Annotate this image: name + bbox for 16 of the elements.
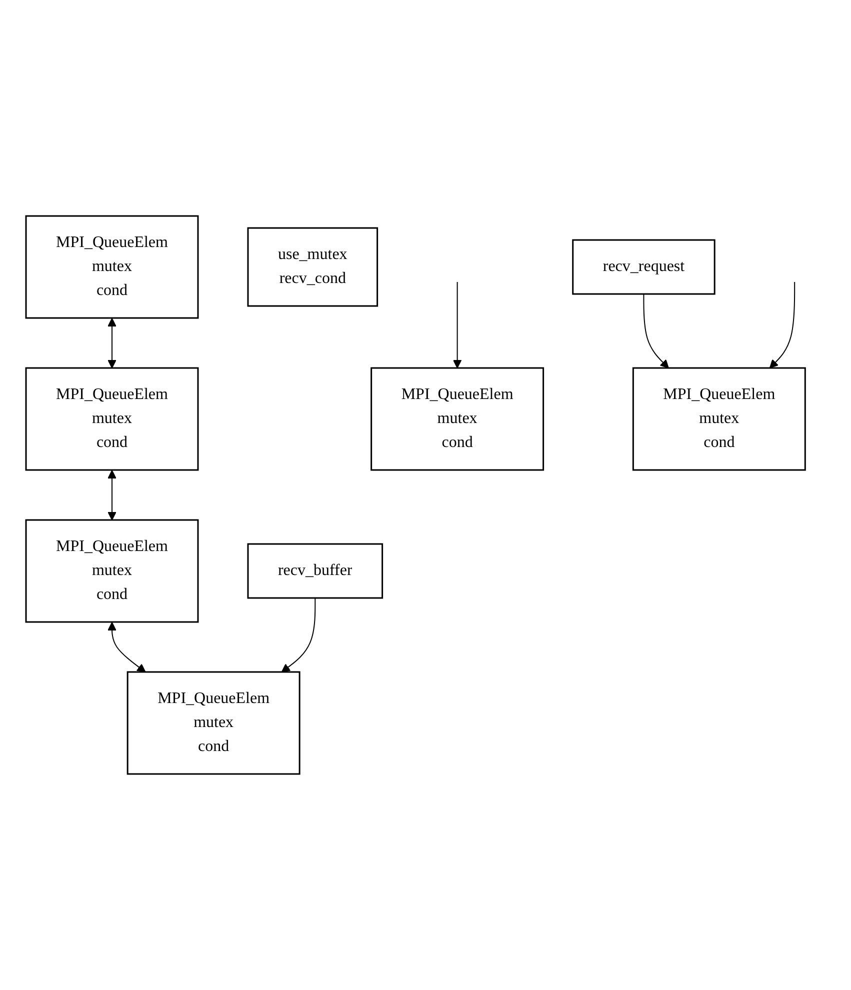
arrow <box>108 318 117 368</box>
node-box: MPI_QueueElem mutex cond <box>25 519 199 623</box>
arrow <box>453 282 462 368</box>
node-box: use_mutex recv_cond <box>247 227 378 307</box>
node-box: recv_request <box>572 239 716 295</box>
arrow <box>643 294 670 368</box>
arrow <box>108 622 146 672</box>
node-box: MPI_QueueElem mutex cond <box>25 367 199 471</box>
node-box: MPI_QueueElem mutex cond <box>25 215 199 319</box>
node-box: MPI_QueueElem mutex cond <box>632 367 806 471</box>
arrow <box>770 282 796 368</box>
node-box: recv_buffer <box>247 543 384 599</box>
node-box: MPI_QueueElem mutex cond <box>127 671 301 775</box>
arrow <box>108 470 117 520</box>
arrow <box>282 598 316 672</box>
node-box: MPI_QueueElem mutex cond <box>370 367 544 471</box>
